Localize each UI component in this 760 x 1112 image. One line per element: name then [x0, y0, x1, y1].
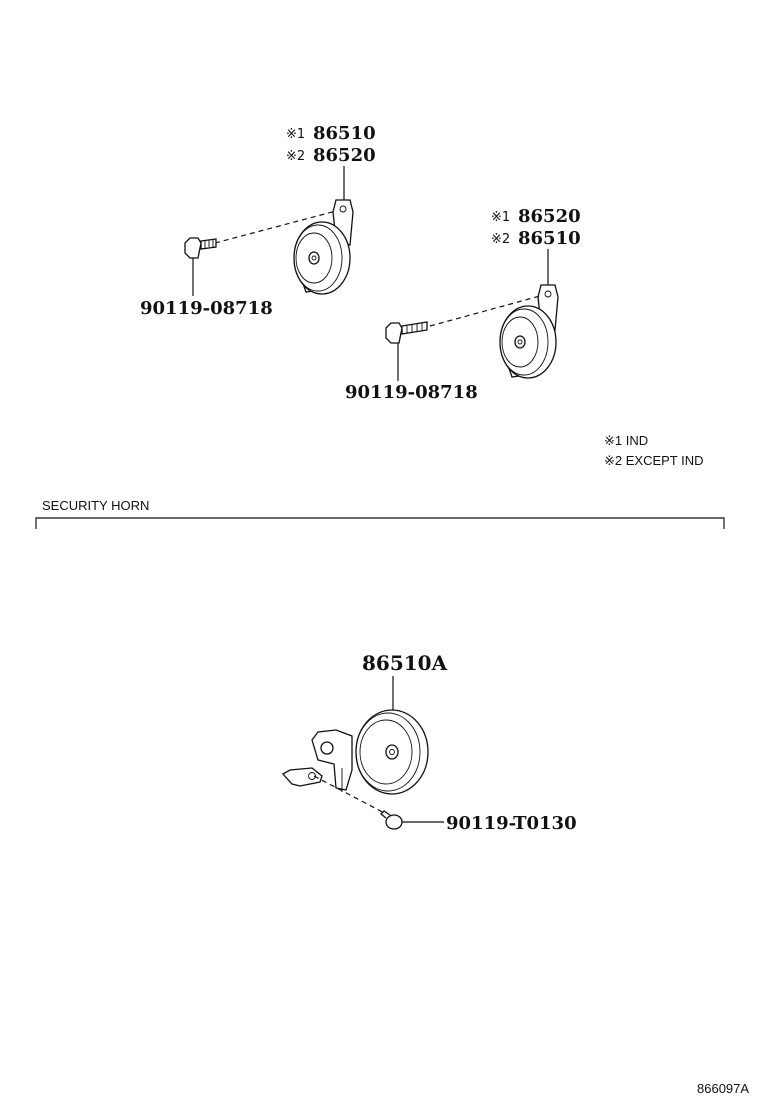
bolt-part-number-label[interactable]: 90119-08718 [140, 298, 273, 319]
horn-center-dot [311, 255, 317, 261]
callout-mark-2: ※2 [286, 149, 305, 164]
horn-center-cap [308, 251, 320, 265]
install-guide-line [429, 295, 541, 327]
bolt-shank [200, 238, 217, 250]
diagram-id: 866097A [697, 1081, 749, 1096]
bracket-hole [339, 205, 347, 213]
horn-assembly-upper-left: ※1 86510 ※2 86520 90119-08718 [140, 123, 376, 319]
legend-note-1: ※1 IND [604, 433, 648, 448]
bolt-part-number-label[interactable]: 90119-08718 [345, 382, 478, 403]
horn-rim [293, 224, 343, 292]
horn-diaphragm [359, 719, 413, 785]
part-number-label[interactable]: 86510A [362, 651, 448, 675]
bolt [380, 810, 403, 830]
horn-rim [499, 308, 549, 376]
bolt-part-number-label[interactable]: 90119-T0130 [446, 813, 577, 834]
horn-center-cap [514, 335, 526, 349]
bolt-head [184, 237, 202, 259]
part-number-label[interactable]: 86520 [313, 145, 376, 166]
bracket-tab-hole [308, 772, 316, 780]
section-bracket-line [35, 517, 725, 529]
bracket-hole [320, 741, 334, 755]
bolt [385, 321, 428, 344]
security-horn-section: SECURITY HORN 86510A 90119-T0130 [35, 498, 725, 834]
horn-assembly-upper-right: ※1 86520 ※2 86510 90119-08718 [345, 206, 581, 403]
part-number-label[interactable]: 86510 [518, 228, 581, 249]
callout-mark-2: ※2 [491, 232, 510, 247]
bolt [184, 237, 217, 259]
horn-center-dot [517, 339, 523, 345]
bolt-head [385, 322, 403, 344]
section-title: SECURITY HORN [42, 498, 149, 513]
callout-mark-1: ※1 [491, 210, 510, 225]
horn-center-cap [385, 744, 399, 760]
bolt-shank [380, 810, 391, 819]
legend-note-2: ※2 EXCEPT IND [604, 453, 704, 468]
callout-mark-1: ※1 [286, 127, 305, 142]
horn-diaphragm [295, 232, 333, 284]
horn-center-dot [389, 749, 395, 755]
legend: ※1 IND ※2 EXCEPT IND [604, 433, 704, 468]
install-guide-line [214, 210, 337, 244]
bolt-head [385, 814, 403, 830]
horn-rim [355, 712, 421, 792]
bolt-shank [401, 321, 428, 335]
part-number-label[interactable]: 86510 [313, 123, 376, 144]
horn-diaphragm [501, 316, 539, 368]
bracket-hole [544, 290, 552, 298]
part-number-label[interactable]: 86520 [518, 206, 581, 227]
